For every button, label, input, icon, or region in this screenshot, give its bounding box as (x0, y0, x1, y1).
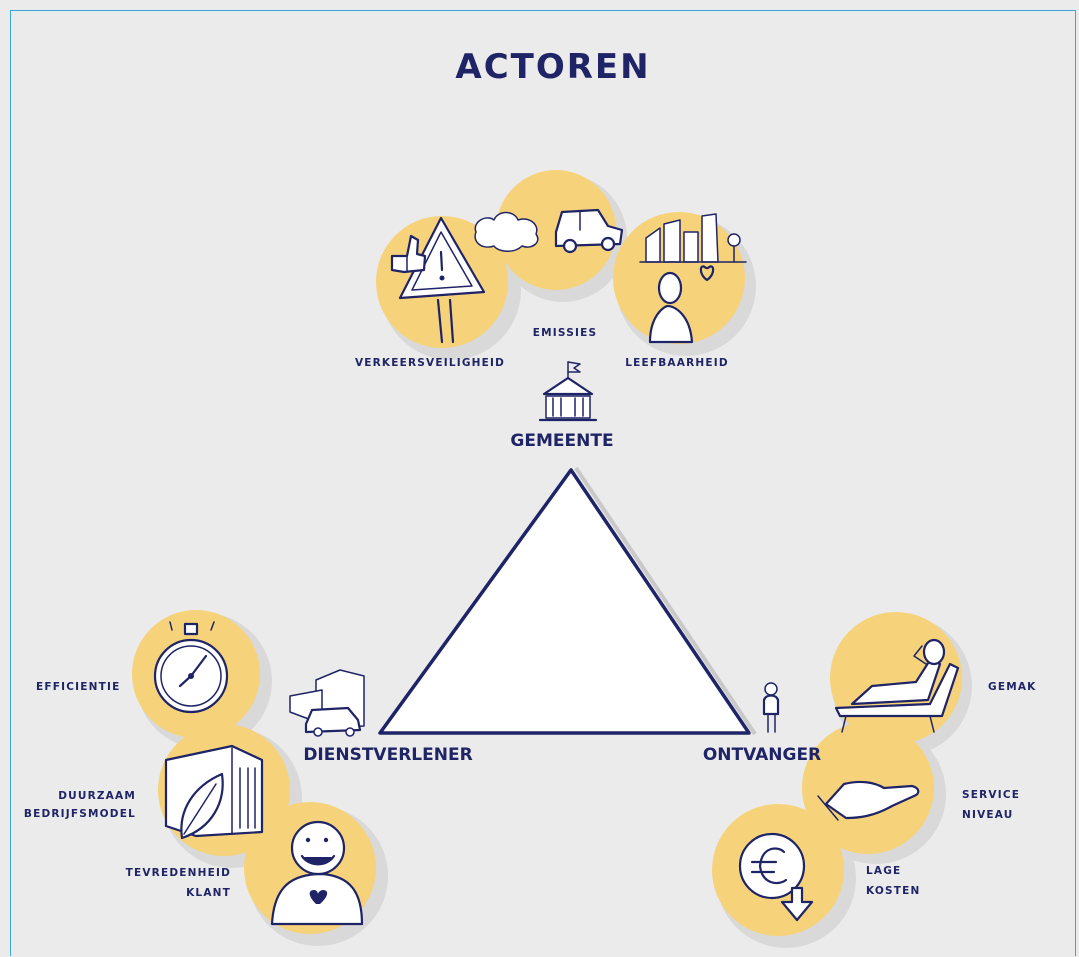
warning-sign-icon (398, 216, 486, 344)
diagram-title: ACTOREN (455, 47, 650, 87)
city-person-heart-icon (639, 213, 747, 344)
actor-triangle (378, 468, 751, 735)
label-emissies: EMISSIES (533, 327, 597, 339)
person-icon (762, 682, 780, 733)
label-service: SERVICE (962, 789, 1020, 801)
actor-ontvanger: ONTVANGER (703, 745, 821, 765)
label-leefbaarheid: LEEFBAARHEID (625, 357, 729, 369)
label-lage: LAGE (866, 865, 901, 877)
gemeente-cluster: VERKEERSVEILIGHEID EMISSIES LEEFBAARHEID… (355, 170, 756, 451)
label-kosten: KOSTEN (866, 885, 920, 897)
thumbs-up-icon (390, 234, 427, 274)
warehouse-van-icon (289, 669, 365, 737)
label-efficientie: EFFICIENTIE (36, 681, 120, 693)
ontvanger-cluster: GEMAK SERVICE NIVEAU LAGE KOSTEN ONTVANG… (703, 612, 1037, 948)
reclining-chair-icon (834, 638, 960, 733)
euro-coin-icon (738, 832, 814, 922)
label-gemak: GEMAK (988, 681, 1037, 693)
stopwatch-icon (153, 621, 229, 714)
town-hall-icon (538, 361, 598, 422)
open-hand-icon (817, 780, 920, 821)
label-verkeersveiligheid: VERKEERSVEILIGHEID (355, 357, 505, 369)
page-frame (10, 10, 1076, 956)
label-duurzaam: DUURZAAM (58, 790, 136, 802)
actor-dienstverlener: DIENSTVERLENER (303, 745, 472, 765)
actor-gemeente: GEMEENTE (510, 431, 613, 451)
dienstverlener-cluster: EFFICIENTIE DUURZAAM BEDRIJFSMODEL TEVRE… (24, 610, 473, 946)
car-exhaust-icon (474, 208, 624, 254)
label-tevredenheid: TEVREDENHEID (126, 867, 231, 879)
leaf-building-icon (164, 744, 264, 840)
label-niveau: NIVEAU (962, 809, 1014, 821)
label-klant: KLANT (186, 887, 231, 899)
label-bedrijfsmodel: BEDRIJFSMODEL (24, 808, 136, 820)
happy-person-icon (270, 820, 364, 926)
